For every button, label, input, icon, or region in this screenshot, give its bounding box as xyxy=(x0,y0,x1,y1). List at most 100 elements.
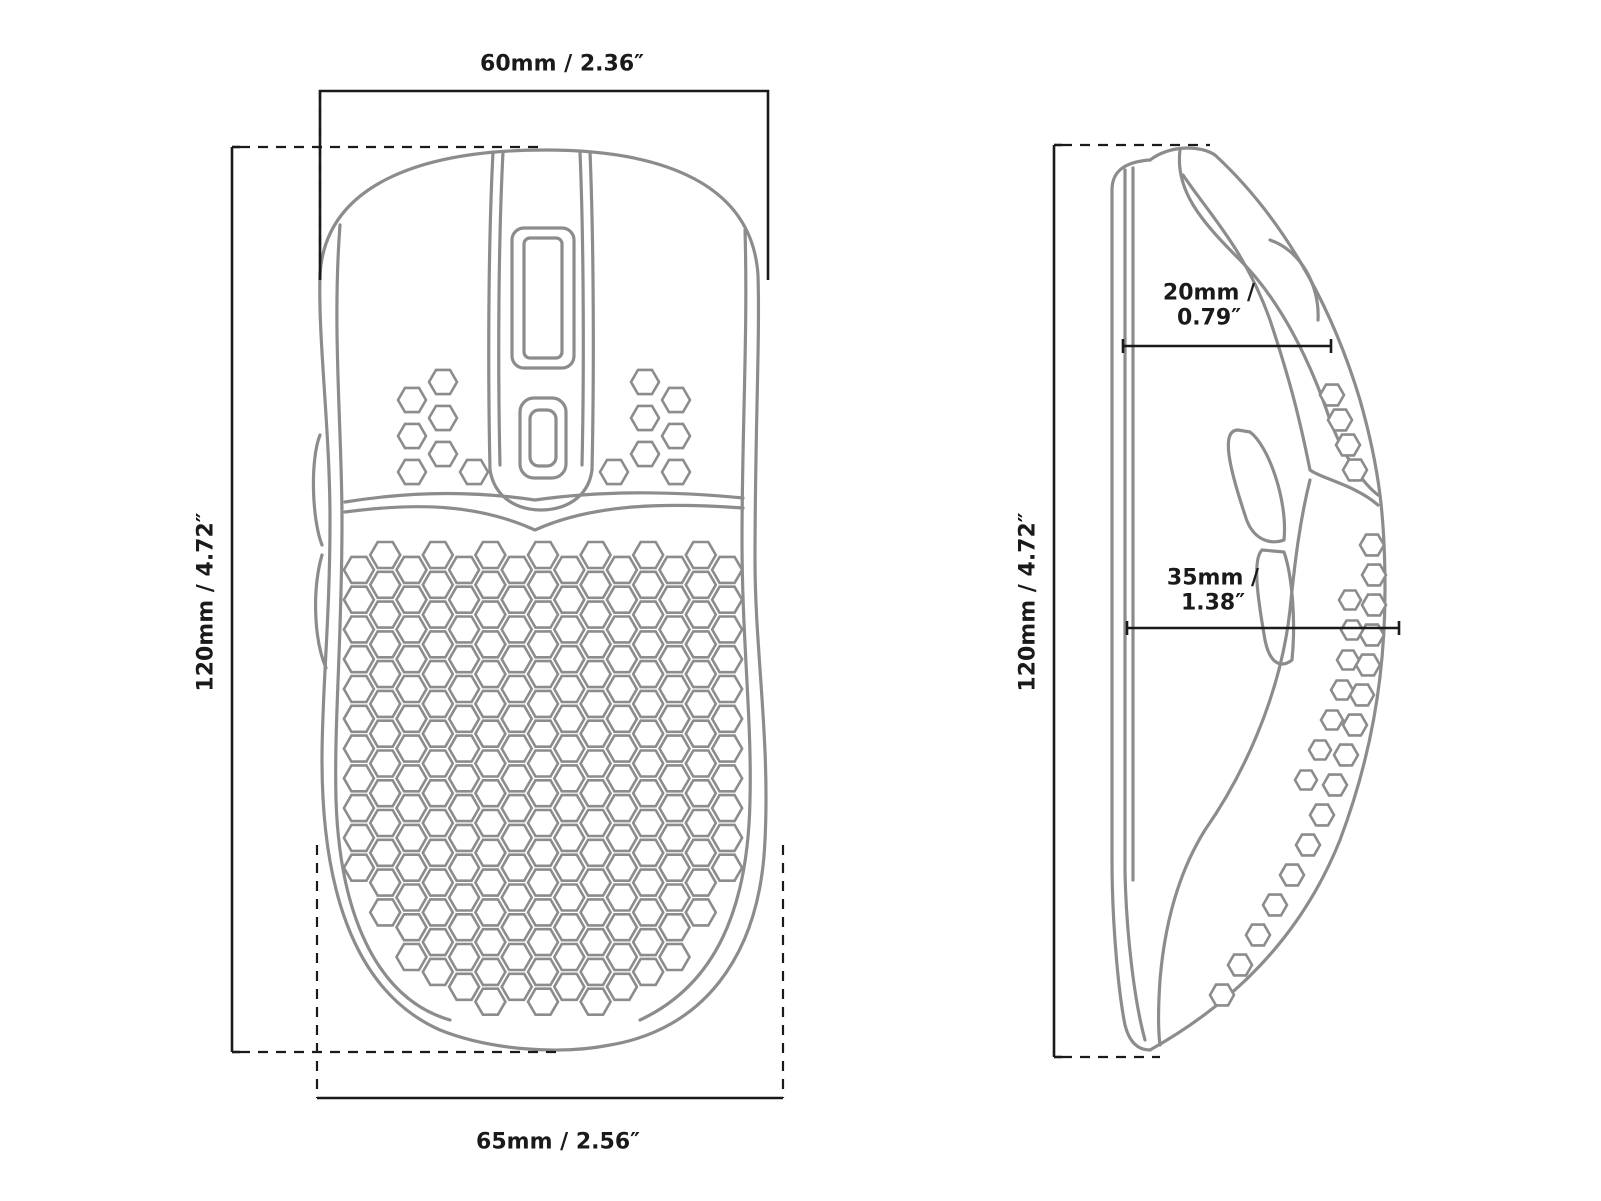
side-button-front xyxy=(311,433,324,547)
hex-hole xyxy=(421,630,455,659)
honeycomb-hex-holes xyxy=(342,368,744,1017)
mouse-side-view xyxy=(1110,146,1388,1052)
hex-hole xyxy=(447,793,481,823)
hex-hole xyxy=(447,942,481,972)
hex-hole xyxy=(579,630,613,659)
hex-hole xyxy=(473,659,507,689)
hex-hole xyxy=(684,898,718,927)
hex-hole xyxy=(500,644,534,674)
hex-hole xyxy=(1332,743,1360,767)
front-height-label-line2: 0.79″ xyxy=(1176,306,1242,331)
hex-hole xyxy=(368,778,402,808)
hex-hole xyxy=(629,440,661,468)
side-button-forward-icon xyxy=(1226,428,1287,544)
hex-hole xyxy=(552,704,586,734)
hex-hole xyxy=(458,458,490,486)
hex-hole xyxy=(473,600,507,629)
hex-hole xyxy=(631,719,665,749)
button-split-right xyxy=(588,150,595,472)
hex-hole xyxy=(394,585,429,615)
hex-hole xyxy=(579,957,613,987)
hump-height-label-line2: 1.38″ xyxy=(1180,591,1246,616)
hex-hole xyxy=(394,674,429,704)
side-honeycomb-hex-holes xyxy=(1208,383,1388,1007)
hex-hole xyxy=(473,570,507,600)
hex-hole xyxy=(368,689,402,719)
button-split-left-inner xyxy=(497,150,505,467)
hex-hole xyxy=(1337,589,1363,611)
hex-hole xyxy=(684,689,718,719)
hex-hole xyxy=(368,630,402,659)
hex-hole xyxy=(710,674,744,704)
hex-hole xyxy=(1308,803,1336,827)
hex-hole xyxy=(605,883,639,912)
hex-hole xyxy=(526,987,560,1017)
hex-hole xyxy=(421,719,455,749)
side-button-back-icon xyxy=(1255,548,1296,666)
hex-hole xyxy=(631,630,665,659)
hex-hole xyxy=(631,957,665,987)
hex-hole xyxy=(473,838,507,868)
hex-hole xyxy=(1326,408,1354,432)
hex-hole xyxy=(473,987,507,1017)
top-view-inner-edge xyxy=(334,223,452,1022)
hex-hole xyxy=(710,823,744,853)
hex-hole xyxy=(710,555,744,585)
hex-hole xyxy=(421,540,455,570)
hex-hole xyxy=(710,615,744,644)
hex-hole xyxy=(631,659,665,689)
hex-hole xyxy=(631,868,665,897)
hex-hole xyxy=(368,570,402,600)
hex-hole xyxy=(1261,893,1289,917)
hex-hole xyxy=(421,749,455,778)
hex-hole xyxy=(394,764,429,793)
side-view-shell xyxy=(1148,146,1387,1052)
hex-hole xyxy=(526,689,560,719)
hex-hole xyxy=(1319,709,1345,731)
hex-hole xyxy=(500,555,534,585)
hex-hole xyxy=(552,883,586,912)
hex-hole xyxy=(579,987,613,1017)
hex-hole xyxy=(605,793,639,823)
buttons-rear-edge xyxy=(343,491,745,504)
hex-hole xyxy=(579,600,613,629)
hex-hole xyxy=(579,570,613,600)
hex-hole xyxy=(660,458,692,486)
hex-hole xyxy=(368,749,402,778)
hex-hole xyxy=(526,898,560,927)
hump-height-label-line1: 35mm / xyxy=(1166,565,1260,591)
hex-hole xyxy=(631,749,665,778)
hex-hole xyxy=(631,898,665,927)
hex-hole xyxy=(342,674,376,704)
hex-hole xyxy=(579,749,613,778)
hex-hole xyxy=(473,778,507,808)
hex-hole xyxy=(473,719,507,749)
hex-hole xyxy=(631,570,665,600)
hex-hole xyxy=(342,704,376,734)
hex-hole xyxy=(657,912,692,942)
hex-hole xyxy=(394,883,429,912)
hex-hole xyxy=(657,615,692,644)
hex-hole xyxy=(526,778,560,808)
hex-hole xyxy=(710,644,744,674)
hex-hole xyxy=(605,734,639,763)
hex-hole xyxy=(710,764,744,793)
side-view-grip-curve xyxy=(1156,478,1312,1047)
hex-hole xyxy=(552,644,586,674)
bottom-width-label: 65mm / 2.56″ xyxy=(476,1129,640,1155)
top-view-body-outline xyxy=(318,148,768,1052)
hex-hole xyxy=(684,719,718,749)
hex-hole xyxy=(684,540,718,570)
hex-hole xyxy=(394,734,429,763)
hex-hole xyxy=(473,898,507,927)
hex-hole xyxy=(684,868,718,897)
hex-hole xyxy=(684,838,718,868)
hex-hole xyxy=(631,838,665,868)
hex-hole xyxy=(1358,533,1386,557)
hex-hole xyxy=(526,749,560,778)
hex-hole xyxy=(631,927,665,957)
hex-hole xyxy=(1354,653,1382,677)
hex-hole xyxy=(427,368,459,396)
hex-hole xyxy=(342,644,376,674)
